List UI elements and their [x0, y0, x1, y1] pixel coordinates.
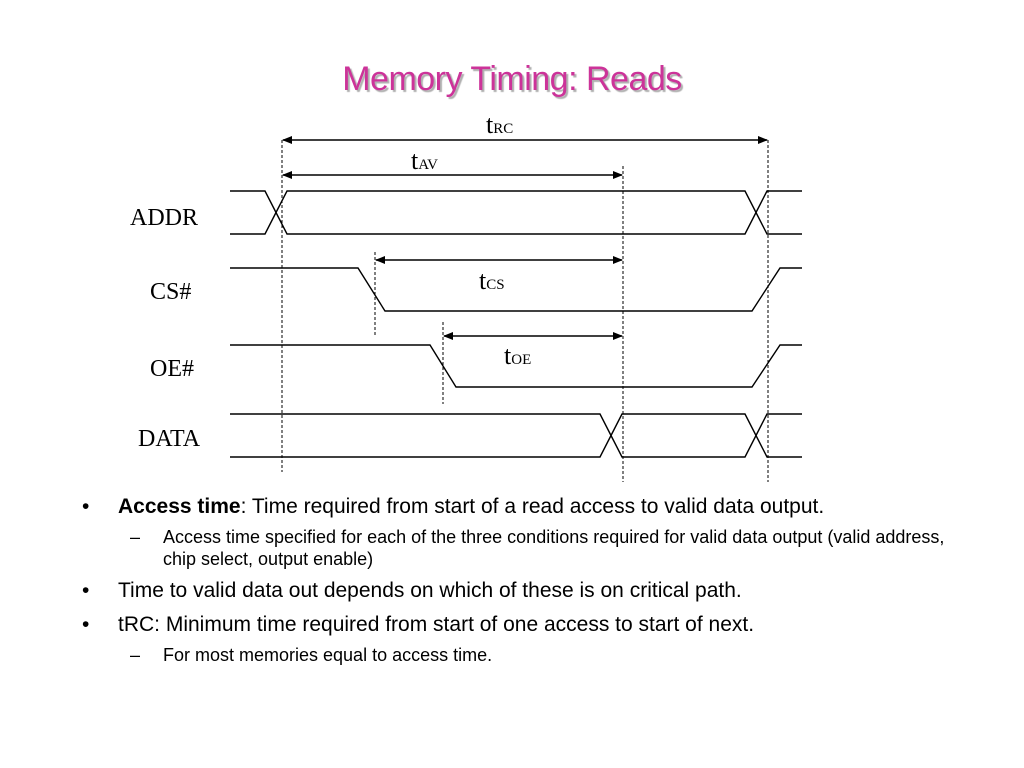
bullet-bold-term: Access time — [118, 495, 241, 518]
bullet-marker: • — [82, 613, 90, 636]
sub-bullet-text: Access time specified for each of the th… — [163, 527, 945, 569]
signal-label-data: DATA — [138, 426, 201, 452]
bullet-marker: • — [82, 495, 90, 518]
sub-bullet-marker: – — [130, 527, 141, 547]
bullet-critical-path: • Time to valid data out depends on whic… — [78, 578, 958, 604]
tcs-label: tCS — [479, 266, 505, 295]
addr-waveform — [230, 190, 802, 235]
sub-bullet-equal-access: – For most memories equal to access time… — [78, 644, 958, 666]
signal-label-oe: OE# — [150, 356, 194, 382]
bullet-text: : Time required from start of a read acc… — [240, 495, 825, 518]
cs-waveform — [230, 267, 802, 312]
trc-label: tRC — [486, 110, 513, 139]
bullet-text: tRC: Minimum time required from start of… — [118, 613, 755, 636]
bullet-trc: • tRC: Minimum time required from start … — [78, 612, 958, 638]
sub-bullet-conditions: – Access time specified for each of the … — [78, 526, 958, 570]
bullet-text: Time to valid data out depends on which … — [118, 579, 742, 602]
bullet-access-time: • Access time: Time required from start … — [78, 494, 958, 520]
sub-bullet-marker: – — [130, 645, 141, 665]
toe-label: tOE — [504, 341, 531, 370]
sub-bullet-text: For most memories equal to access time. — [163, 645, 493, 665]
signal-label-addr: ADDR — [130, 205, 198, 231]
timing-diagram: tRC tAV tCS tOE ADDR CS# OE# DATA — [130, 110, 802, 482]
data-waveform — [230, 413, 802, 458]
slide-title: Memory Timing: Reads — [342, 60, 682, 98]
bullet-list: • Access time: Time required from start … — [78, 486, 958, 666]
signal-label-cs: CS# — [150, 279, 191, 305]
bullet-marker: • — [82, 579, 90, 602]
tav-label: tAV — [411, 146, 438, 175]
oe-waveform — [230, 344, 802, 388]
